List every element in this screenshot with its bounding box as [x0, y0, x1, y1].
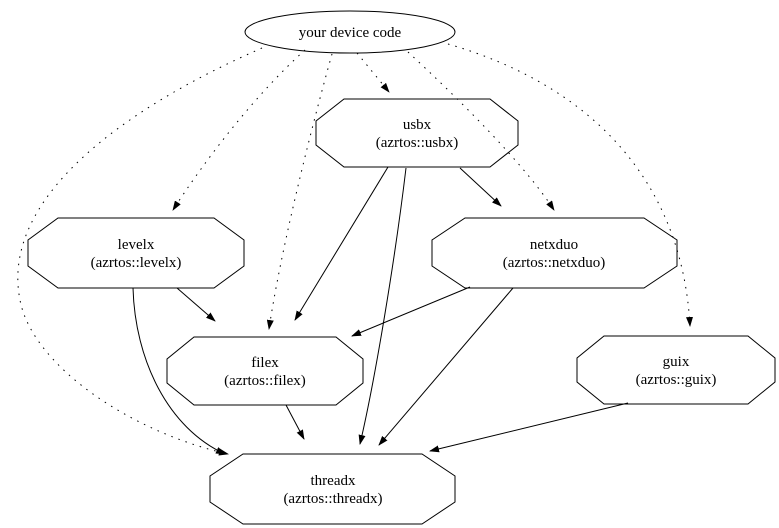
node-usbx: usbx (azrtos::usbx)	[315, 98, 519, 168]
edge-device-filex	[266, 53, 333, 330]
edge-levelx-threadx	[132, 287, 226, 455]
edge-device-usbx	[356, 52, 390, 93]
edge-filex-threadx	[285, 404, 305, 440]
edge-device-threadx	[17, 47, 263, 456]
filex-title: filex	[251, 355, 279, 371]
usbx-title: usbx	[403, 117, 432, 133]
levelx-subtitle: (azrtos::levelx)	[91, 255, 182, 271]
filex-octagon	[166, 336, 364, 406]
edge-netxduo-filex	[351, 286, 471, 337]
levelx-title: levelx	[118, 237, 155, 253]
edge-levelx-filex	[176, 287, 216, 322]
levelx-octagon	[27, 217, 245, 289]
edge-usbx-filex	[294, 166, 389, 321]
edge-guix-threadx	[429, 402, 629, 453]
node-netxduo: netxduo (azrtos::netxduo)	[431, 217, 678, 289]
threadx-title: threadx	[311, 473, 356, 489]
threadx-subtitle: (azrtos::threadx)	[283, 491, 382, 507]
netxduo-octagon	[431, 217, 678, 289]
guix-title: guix	[663, 354, 690, 370]
device-code-label: your device code	[299, 25, 402, 41]
node-threadx: threadx (azrtos::threadx)	[209, 453, 456, 525]
netxduo-title: netxduo	[530, 237, 578, 253]
usbx-subtitle: (azrtos::usbx)	[376, 135, 458, 151]
edge-device-guix	[447, 43, 693, 327]
edge-usbx-threadx	[358, 167, 407, 445]
node-filex: filex (azrtos::filex)	[166, 336, 364, 406]
guix-octagon	[576, 335, 776, 405]
node-device-code: your device code	[244, 10, 456, 54]
node-guix: guix (azrtos::guix)	[576, 335, 776, 405]
edge-device-levelx	[172, 49, 306, 211]
guix-subtitle: (azrtos::guix)	[636, 372, 717, 388]
filex-subtitle: (azrtos::filex)	[224, 373, 306, 389]
usbx-octagon	[315, 98, 519, 168]
node-levelx: levelx (azrtos::levelx)	[27, 217, 245, 289]
edge-netxduo-threadx	[378, 287, 514, 446]
edge-usbx-netxduo	[459, 167, 502, 207]
threadx-octagon	[209, 453, 456, 525]
netxduo-subtitle: (azrtos::netxduo)	[503, 255, 605, 271]
device-code-ellipse	[244, 10, 456, 54]
